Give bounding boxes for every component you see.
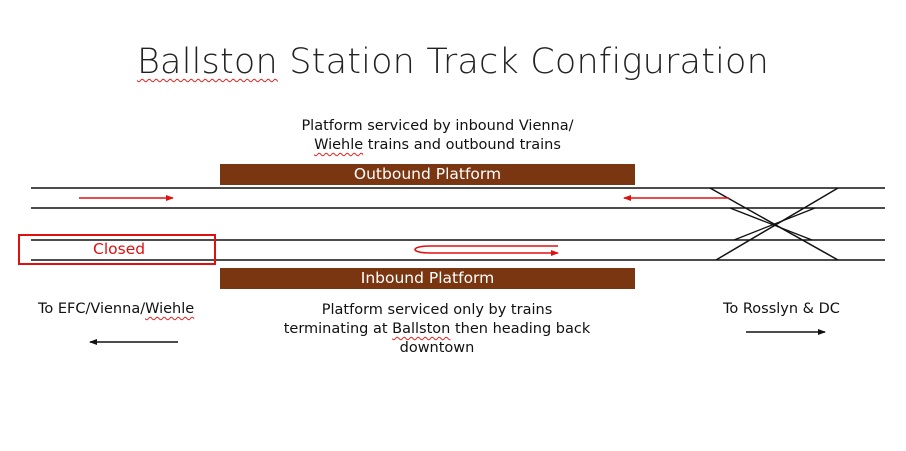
outbound-platform: Outbound Platform [220,164,635,185]
title-station-name: Ballston [136,42,278,82]
inbound-note-line2-post: then heading back [450,321,591,337]
title-rest: Station Track Configuration [277,42,770,82]
outbound-note-line2: trains and outbound trains [363,137,561,153]
destination-west: To EFC/Vienna/Wiehle [38,301,194,317]
destination-west-prefix: To EFC/Vienna/ [38,301,146,317]
inbound-platform: Inbound Platform [220,268,635,289]
scissors-crossover-icon [709,187,839,261]
inbound-note-ballston: Ballston [392,321,451,337]
outbound-note-wiehle: Wiehle [314,137,364,153]
inbound-note-line3: downtown [399,340,475,356]
destination-east: To Rosslyn & DC [723,301,840,317]
closed-label: Closed [93,240,146,258]
destination-west-wiehle: Wiehle [145,301,195,317]
inbound-note-line1: Platform serviced only by trains [321,302,553,318]
outbound-service-note: Platform serviced by inbound Vienna/Wieh… [255,117,620,155]
diagram-title: Ballston Station Track Configuration [0,42,906,82]
inbound-note-line2-pre: terminating at [283,321,393,337]
red-arrow-turnback-loop-icon [414,245,559,256]
closed-track-highlight [18,234,216,265]
outbound-note-line1: Platform serviced by inbound Vienna/ [301,118,574,134]
inbound-service-note: Platform serviced only by trains terminat… [262,301,612,358]
